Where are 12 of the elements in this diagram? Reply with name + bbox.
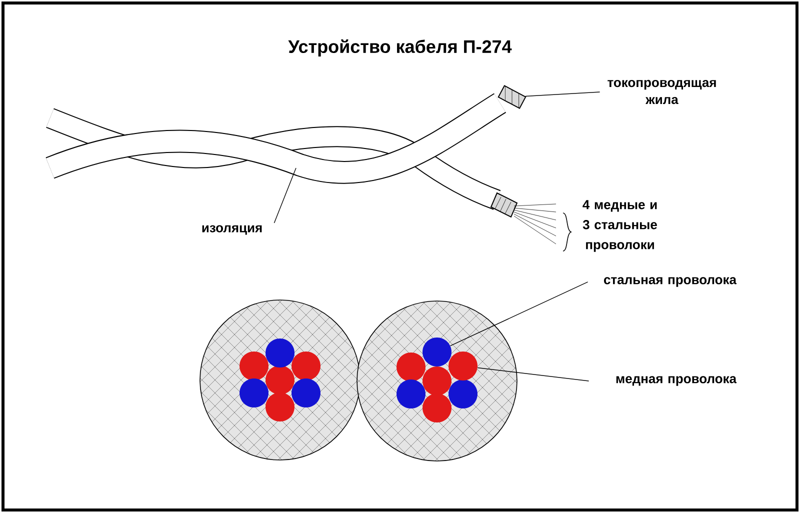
leader-line [477, 367, 590, 382]
wire-circle [448, 352, 478, 380]
leader-line [525, 92, 600, 97]
leader-line [450, 282, 588, 346]
leader-line [274, 168, 296, 224]
callout-text: 4 медные и 3 стальные проволоки [582, 200, 657, 252]
title: Устройство кабеля П-274 [288, 39, 512, 57]
callout-text: изоляция [202, 225, 262, 235]
callout-text: стальная проволока [604, 277, 737, 287]
callout-text: медная проволока [616, 376, 737, 386]
wire-circle [422, 338, 452, 366]
callout-text: токопроводящая жила [608, 80, 716, 104]
